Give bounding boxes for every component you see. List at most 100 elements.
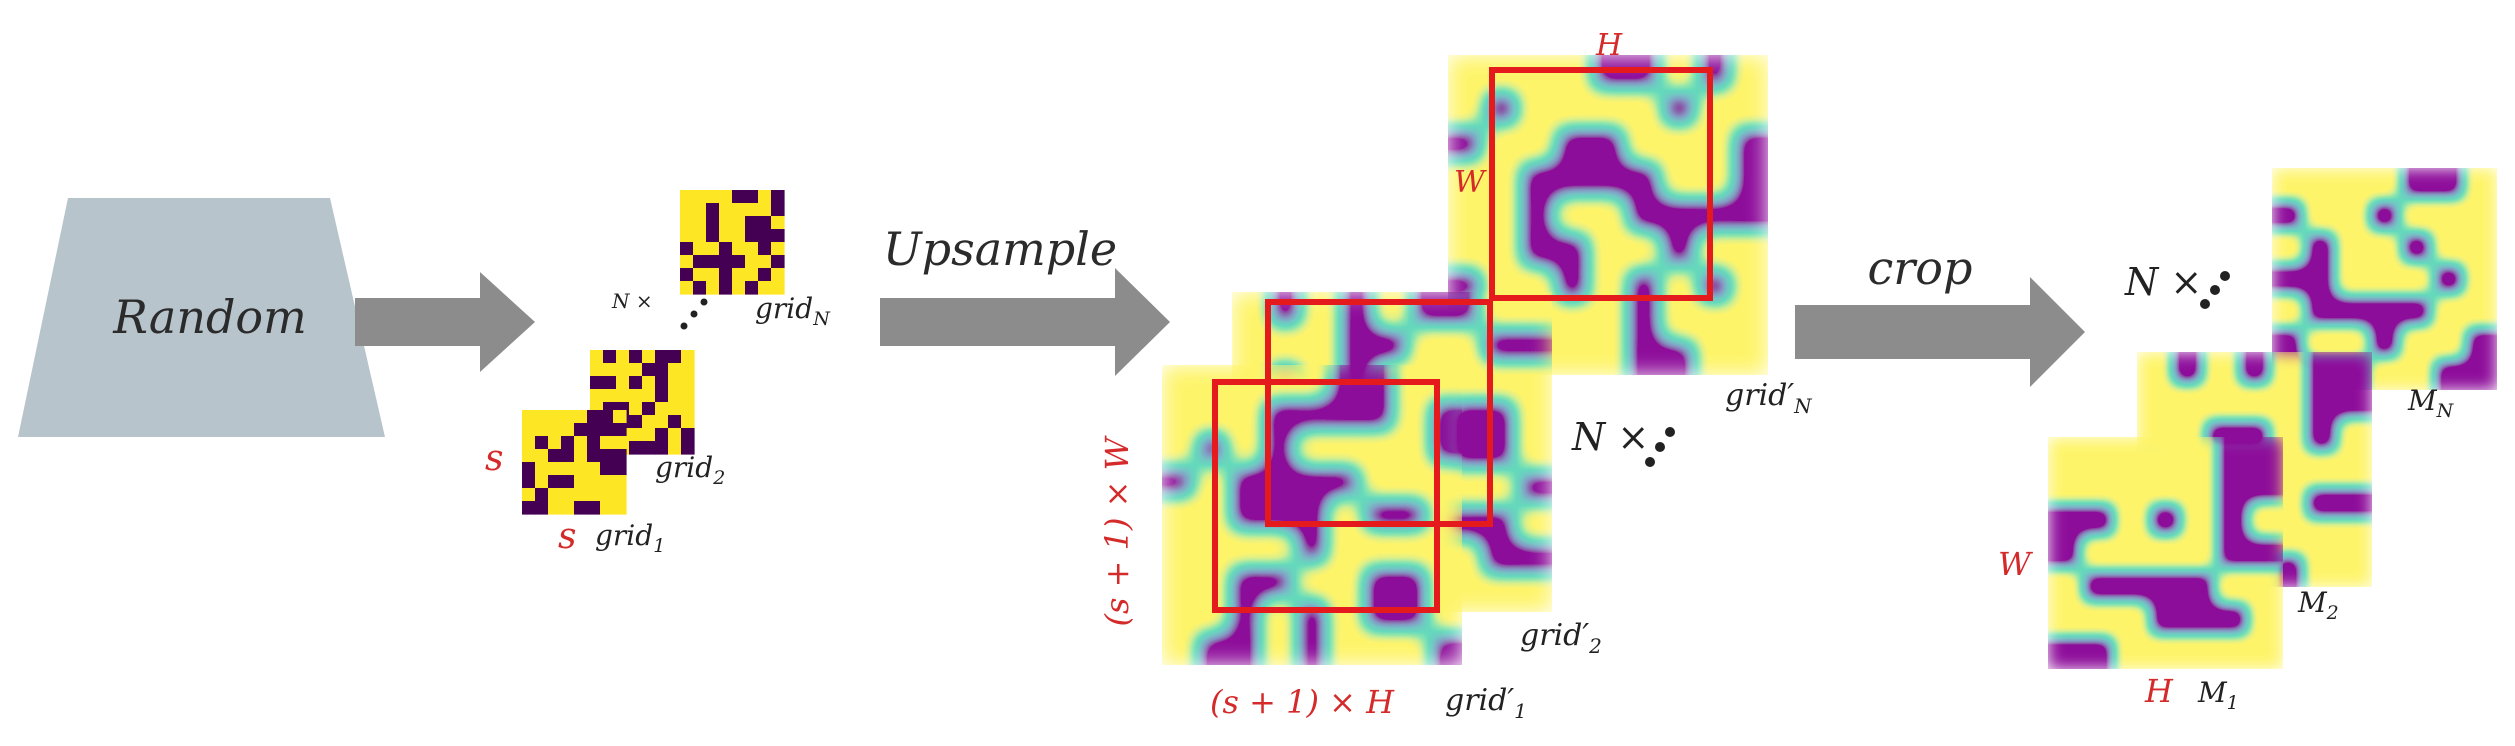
grid-cell: [574, 462, 588, 476]
field-cell: [2081, 635, 2116, 669]
field-cell: [2115, 569, 2150, 604]
grid-cell: [535, 410, 549, 424]
grid-cell: [522, 462, 536, 476]
field-cell: [1590, 126, 1627, 163]
field-cell: [2170, 352, 2205, 387]
random-trapezoid: [18, 198, 385, 437]
mask-n-label: MN: [2407, 384, 2455, 422]
grid-cell: [548, 436, 562, 450]
grid-cell: [629, 376, 643, 390]
grid-cell: [681, 350, 695, 364]
field-cell: [1295, 465, 1330, 499]
grid-cell: [655, 350, 669, 364]
field-cell: [1228, 631, 1263, 665]
field-cell: [1395, 531, 1430, 566]
field-cell: [1480, 398, 1518, 435]
field-cell: [1362, 565, 1396, 599]
grid-cell: [681, 402, 695, 416]
field-cell: [1428, 498, 1462, 533]
grid-cell: [522, 449, 536, 463]
grid-cell: [613, 436, 627, 450]
grid-cell: [655, 441, 669, 455]
field-cell: [2148, 635, 2183, 669]
grid-cell: [680, 255, 694, 269]
grid-2-label: grid2: [655, 451, 725, 489]
grid-cell: [561, 449, 575, 463]
grid-cell: [629, 350, 643, 364]
field-cell: [2148, 569, 2183, 604]
field-cell: [1362, 431, 1396, 466]
field-cell: [2368, 326, 2402, 359]
grid-cell: [600, 410, 614, 424]
field-cell: [1328, 498, 1363, 533]
field-cell: [1696, 126, 1734, 163]
n-times-label: N ×: [611, 289, 653, 313]
field-cell: [1295, 398, 1330, 433]
field-cell: [1516, 576, 1552, 612]
grid-cell: [629, 415, 643, 429]
field-cell: [1732, 268, 1768, 305]
grid-cell: [616, 389, 630, 403]
grid-cell: [758, 281, 772, 295]
field-cell: [1732, 232, 1768, 269]
grid-cell: [668, 441, 682, 455]
field-cell: [2400, 263, 2434, 296]
grid-cell: [590, 363, 604, 377]
field-cell: [1162, 365, 1196, 399]
grid-cell: [629, 389, 643, 403]
field-cell: [1228, 598, 1263, 633]
field-cell: [2148, 602, 2183, 637]
grid-cell: [574, 436, 588, 450]
field-cell: [1732, 55, 1768, 92]
field-cell: [1395, 498, 1430, 533]
field-cell: [2464, 294, 2497, 328]
field-cell: [1483, 126, 1520, 163]
crop-box-2: [1265, 299, 1493, 527]
grid-cell: [600, 475, 614, 489]
field-cell: [2338, 419, 2372, 454]
field-cell: [2081, 569, 2116, 604]
field-cell: [2272, 231, 2305, 264]
field-cell: [1516, 505, 1552, 542]
field-cell: [1483, 232, 1520, 269]
field-cell: [2148, 536, 2183, 571]
field-cell: [2249, 569, 2283, 604]
field-cell: [1338, 327, 1375, 364]
grid-cell: [745, 268, 759, 282]
grid-cell: [771, 203, 785, 217]
field-cell: [1696, 197, 1734, 234]
field-cell: [1295, 431, 1330, 466]
field-cell: [2338, 486, 2372, 521]
field-cell: [2115, 437, 2150, 471]
grid-cell: [693, 255, 707, 269]
field-cell: [1554, 232, 1591, 269]
field-cell: [1554, 339, 1591, 375]
grid-cell: [522, 475, 536, 489]
grid-cell: [732, 255, 746, 269]
field-cell: [1625, 197, 1662, 234]
random-label: Random: [112, 290, 307, 344]
mask-h-label: H: [2144, 672, 2174, 710]
field-cell: [2368, 294, 2402, 328]
grid-cell: [548, 449, 562, 463]
grid-cell: [681, 428, 695, 442]
field-cell: [1554, 126, 1591, 163]
grid-cell: [745, 203, 759, 217]
field-cell: [1362, 498, 1396, 533]
field-cell: [2048, 437, 2083, 471]
field-cell: [1732, 339, 1768, 375]
field-cell: [2249, 503, 2283, 538]
field-cell: [2304, 231, 2337, 264]
field-cell: [1328, 398, 1363, 433]
field-cell: [1519, 90, 1556, 127]
field-cell: [1625, 232, 1662, 269]
field-cell: [1480, 363, 1518, 400]
field-cell: [1516, 540, 1552, 578]
grid-cell: [693, 216, 707, 230]
grid-cell: [680, 268, 694, 282]
field-cell: [1362, 531, 1396, 566]
field-cell: [1328, 598, 1363, 633]
field-cell: [1448, 90, 1485, 127]
field-cell: [2182, 437, 2217, 471]
field-cell: [1590, 90, 1627, 127]
